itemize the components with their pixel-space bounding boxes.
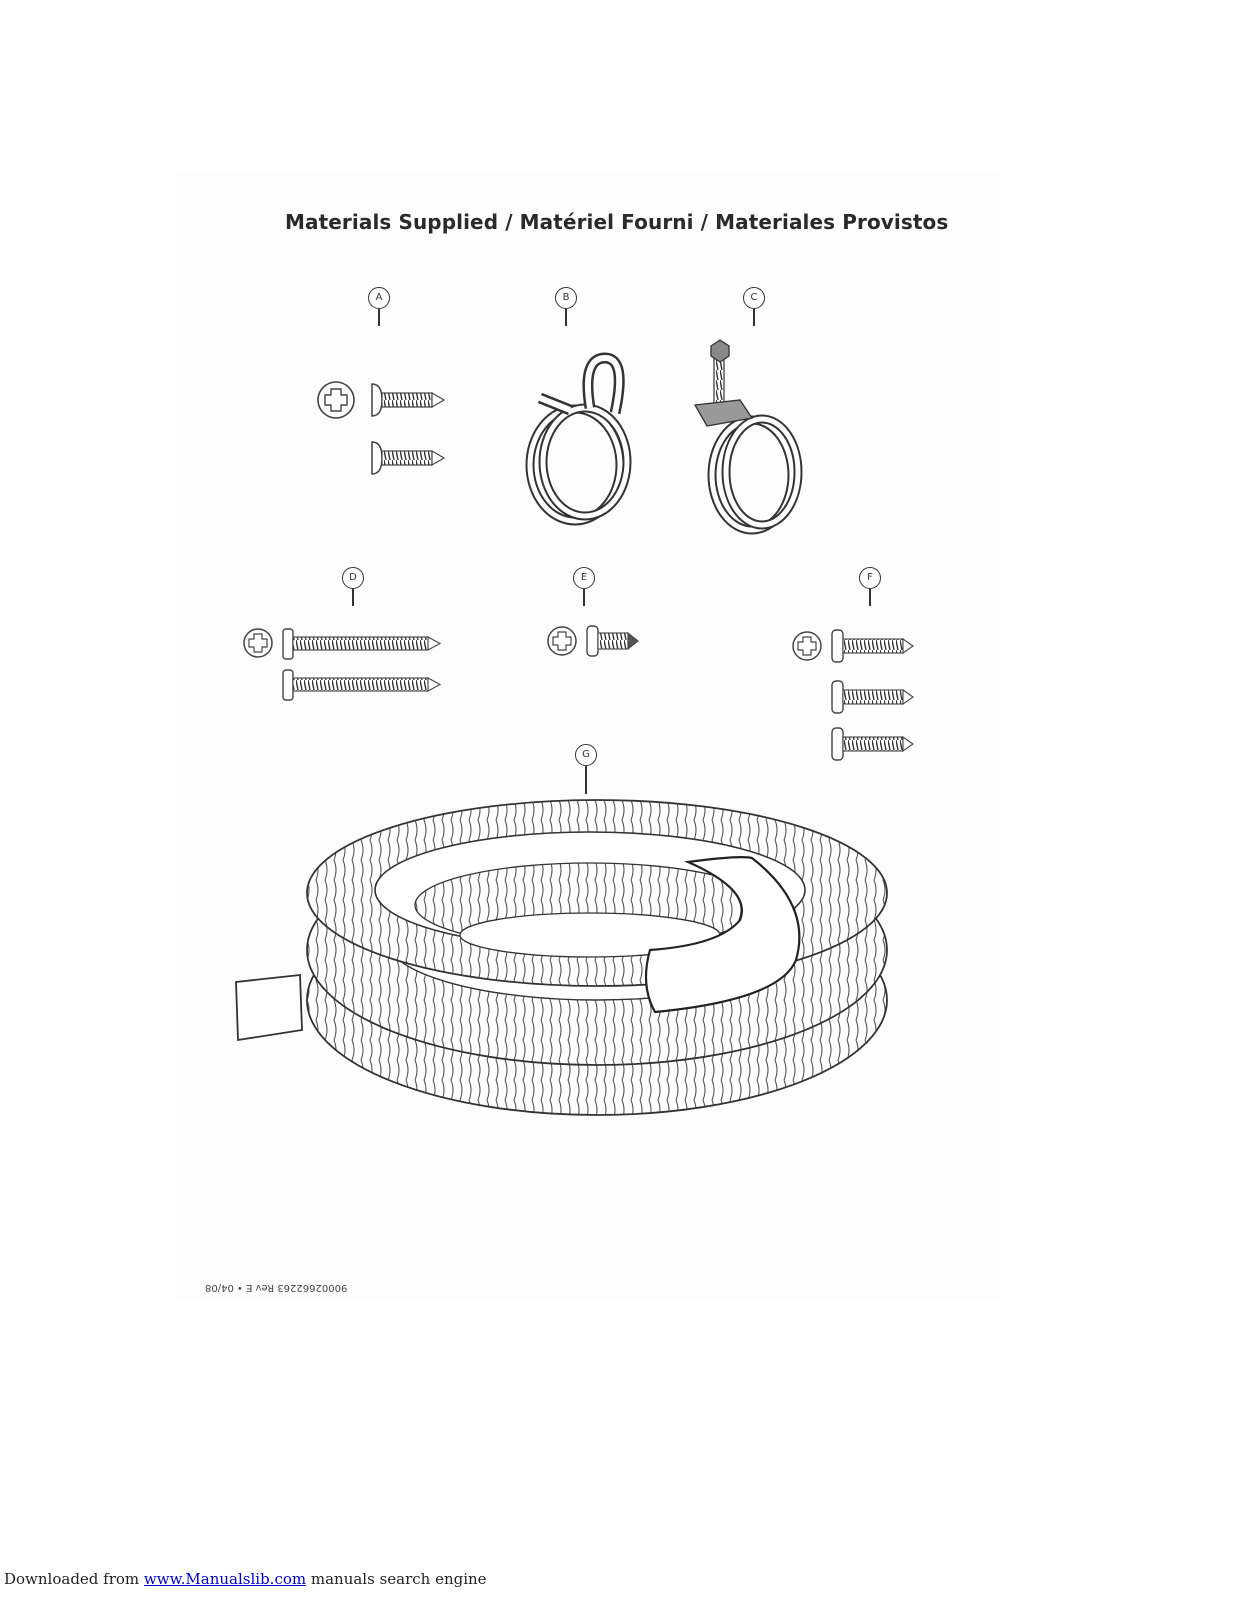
callout-b-leader bbox=[565, 309, 567, 326]
callout-b-label: B bbox=[555, 287, 577, 309]
part-c-screw-clamp bbox=[693, 339, 803, 535]
screw-icon bbox=[371, 383, 446, 417]
callout-d-leader bbox=[352, 589, 354, 606]
callout-a: A bbox=[367, 287, 391, 326]
callout-c-leader bbox=[753, 309, 755, 326]
callout-d: D bbox=[341, 567, 365, 606]
part-b-spring-clamp bbox=[525, 352, 632, 526]
callout-g-leader bbox=[585, 766, 587, 794]
callout-g-label: G bbox=[575, 744, 597, 766]
phillips-head-icon bbox=[547, 626, 577, 656]
document-part-number: 90002662263 Rev E • 04/08 bbox=[205, 1282, 348, 1293]
part-e-screw bbox=[547, 625, 639, 657]
callout-f-leader bbox=[869, 589, 871, 606]
callout-c-label: C bbox=[743, 287, 765, 309]
part-f-screws bbox=[792, 629, 914, 761]
page-title: Materials Supplied / Matériel Fourni / M… bbox=[285, 210, 949, 234]
screw-icon bbox=[831, 680, 914, 714]
part-g-drain-hose bbox=[235, 799, 888, 1116]
screw-icon bbox=[831, 629, 914, 663]
callout-f-label: F bbox=[859, 567, 881, 589]
screw-icon bbox=[282, 628, 442, 660]
callout-a-leader bbox=[378, 309, 380, 326]
phillips-head-icon bbox=[243, 628, 273, 658]
phillips-head-icon bbox=[317, 381, 355, 419]
manualslib-link[interactable]: www.Manualslib.com bbox=[143, 1570, 307, 1588]
hose-end-icon bbox=[235, 974, 303, 1042]
phillips-head-icon bbox=[792, 631, 822, 661]
callout-c: C bbox=[742, 287, 766, 326]
callout-e-label: E bbox=[573, 567, 595, 589]
callout-e-leader bbox=[583, 589, 585, 606]
callout-g: G bbox=[574, 744, 598, 794]
screw-icon bbox=[586, 625, 639, 657]
screw-icon bbox=[371, 441, 446, 475]
part-a-screws bbox=[317, 381, 446, 475]
callout-f: F bbox=[858, 567, 882, 606]
callout-d-label: D bbox=[342, 567, 364, 589]
part-d-long-screws bbox=[243, 628, 442, 701]
download-footer: Downloaded from www.Manualslib.com manua… bbox=[4, 1570, 487, 1588]
callout-b: B bbox=[554, 287, 578, 326]
screw-icon bbox=[831, 727, 914, 761]
download-suffix: manuals search engine bbox=[306, 1570, 487, 1588]
screw-icon bbox=[282, 669, 442, 701]
callout-a-label: A bbox=[368, 287, 390, 309]
callout-e: E bbox=[572, 567, 596, 606]
hose-sleeve bbox=[644, 856, 801, 1014]
download-prefix: Downloaded from bbox=[4, 1570, 144, 1588]
